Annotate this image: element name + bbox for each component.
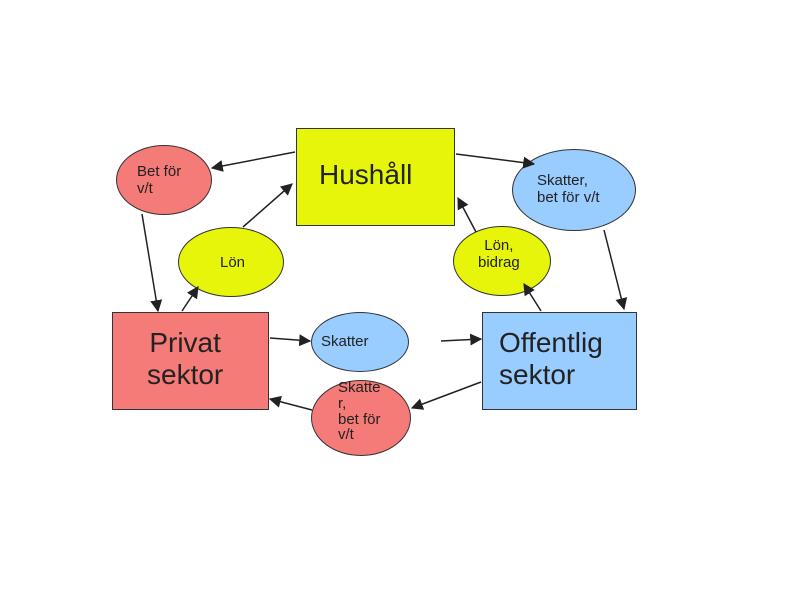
lon-ellipse: Lön bbox=[178, 227, 284, 297]
arrow-lon-to-hushall bbox=[242, 183, 293, 228]
hushall-box: Hushåll bbox=[296, 128, 455, 226]
skatter-ellipse: Skatter bbox=[311, 312, 409, 372]
arrow-hushall-to-bet-for-vt bbox=[210, 151, 296, 172]
bet-for-vt-label: Bet för v/t bbox=[137, 163, 182, 198]
arrow-bet-for-vt-to-privat bbox=[141, 213, 163, 313]
skatter-bet-for-vt-bottom-label: Skatte r, bet för v/t bbox=[338, 379, 381, 444]
skatter-bet-for-vt-label: Skatter, bet för v/t bbox=[537, 172, 600, 207]
hushall-label: Hushåll bbox=[319, 159, 413, 190]
offentlig-sektor-box: Offentlig sektor bbox=[482, 312, 637, 410]
arrow-privat-to-lon bbox=[181, 286, 199, 312]
arrow-skatter-to-offentlig bbox=[603, 229, 628, 311]
arrow-offentlig-to-skatter-bottom bbox=[410, 381, 482, 410]
arrow-skatter-right-to-offentlig bbox=[440, 333, 483, 346]
privat-sektor-box: Privat sektor bbox=[112, 312, 269, 410]
skatter-label: Skatter bbox=[321, 333, 369, 350]
arrow-skatter-bottom-to-privat bbox=[268, 395, 313, 411]
lon-label: Lön bbox=[220, 254, 246, 271]
arrow-lon-bidrag-to-hushall bbox=[457, 196, 477, 233]
arrow-privat-to-skatter bbox=[269, 334, 312, 347]
skatter-bet-for-vt-bottom-ellipse: Skatte r, bet för v/t bbox=[311, 380, 411, 456]
privat-sektor-label: Privat sektor bbox=[147, 327, 224, 391]
arrow-offentlig-to-lon-bidrag bbox=[523, 282, 542, 312]
arrow-hushall-to-skatter bbox=[455, 153, 536, 169]
lon-bidrag-label: Lön, bidrag bbox=[478, 237, 520, 272]
offentlig-sektor-label: Offentlig sektor bbox=[499, 327, 603, 391]
bet-for-vt-ellipse: Bet för v/t bbox=[116, 145, 212, 215]
